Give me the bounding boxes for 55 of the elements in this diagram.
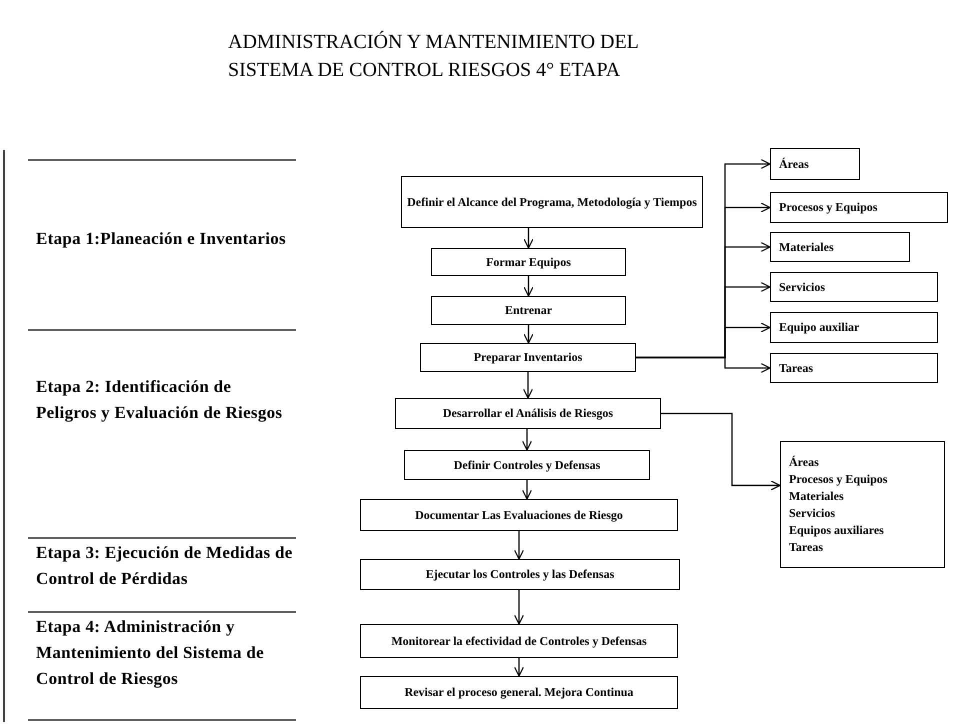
box-text: Preparar Inventarios bbox=[474, 349, 582, 366]
box-text: Tareas bbox=[779, 360, 814, 376]
process-box bbox=[770, 192, 948, 223]
process-box bbox=[360, 676, 678, 709]
box-text: Materiales bbox=[789, 488, 844, 504]
box-text: Definir el Alcance del Programa, Metodología y Tiempos bbox=[407, 194, 697, 210]
process-box bbox=[431, 248, 626, 276]
box-text: Áreas bbox=[779, 156, 809, 172]
box-text: Procesos y Equipos bbox=[789, 470, 888, 488]
arrow bbox=[523, 325, 534, 344]
process-box bbox=[770, 353, 938, 383]
box-text: Servicios bbox=[779, 278, 825, 296]
process-box bbox=[770, 312, 938, 343]
box-text: Procesos y Equipos bbox=[779, 199, 878, 216]
process-box bbox=[420, 343, 636, 372]
list-box bbox=[780, 441, 945, 568]
process-box bbox=[360, 499, 678, 531]
process-box bbox=[770, 272, 938, 302]
box-text: Definir Controles y Defensas bbox=[454, 456, 600, 474]
box-text: Desarrollar el Análisis de Riesgos bbox=[442, 405, 614, 422]
box-text: Equipos auxiliares bbox=[789, 522, 884, 538]
box-text: Monitorear la efectividad de Controles y Defensas bbox=[391, 632, 647, 650]
process-box bbox=[360, 559, 680, 590]
stage-label: Etapa 3: Ejecución de Medidas de Control de Pérdidas bbox=[36, 542, 294, 590]
box-text: Materiales bbox=[779, 238, 834, 256]
arrow bbox=[661, 412, 781, 491]
box-text: Entrenar bbox=[504, 302, 552, 319]
process-box bbox=[404, 450, 650, 480]
box-text: Equipo auxiliar bbox=[779, 319, 860, 336]
arrow bbox=[514, 531, 524, 560]
arrow bbox=[522, 372, 534, 399]
arrow bbox=[522, 480, 532, 500]
box-text: Tareas bbox=[789, 538, 824, 556]
process-box bbox=[395, 398, 661, 429]
arrow bbox=[514, 590, 524, 625]
arrow bbox=[523, 228, 534, 249]
box-text: Servicios bbox=[789, 504, 835, 522]
arrow bbox=[514, 658, 524, 677]
diagram-title: ADMINISTRACIÓN Y MANTENIMIENTO DEL SISTEMA DE CONTROL RIESGOS 4° ETAPA bbox=[228, 30, 640, 83]
box-text: Ejecutar los Controles y las Defensas bbox=[426, 566, 614, 583]
process-box bbox=[770, 148, 860, 180]
arrow bbox=[636, 356, 771, 374]
arrow bbox=[523, 276, 534, 297]
box-text: Formar Equipos bbox=[486, 254, 571, 270]
box-text: Revisar el proceso general. Mejora Continua bbox=[404, 684, 634, 701]
process-box bbox=[770, 232, 910, 262]
box-text: Documentar Las Evaluaciones de Riesgo bbox=[415, 506, 623, 524]
process-box bbox=[431, 296, 626, 325]
process-box bbox=[360, 624, 678, 658]
stage-label: Etapa 4: Administración y Mantenimiento del Sistema de Control de Riesgos bbox=[36, 616, 265, 690]
stage-label: Etapa 1:Planeación e Inventarios bbox=[36, 228, 286, 250]
box-text: Áreas bbox=[789, 454, 819, 470]
stage-label: Etapa 2: Identificación de Peligros y Evaluación de Riesgos bbox=[36, 376, 284, 424]
arrow bbox=[522, 429, 532, 451]
process-box bbox=[401, 176, 703, 228]
